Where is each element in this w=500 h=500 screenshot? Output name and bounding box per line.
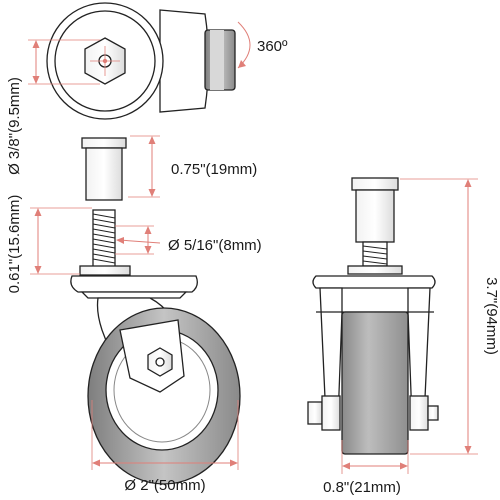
thread-diameter-dimension: [115, 225, 161, 255]
front-view: [307, 177, 439, 455]
side-view: [70, 137, 241, 485]
top-view: [46, 2, 236, 120]
thread-diameter-label: Ø 5/16"(8mm): [168, 237, 262, 254]
total-height-dimension: [400, 178, 478, 455]
wheel-diameter-label: Ø 2"(50mm): [124, 477, 205, 494]
shaft-diameter-label: Ø 3/8"(9.5mm): [6, 77, 23, 175]
stem-length-label: 0.75"(19mm): [171, 161, 257, 178]
rotation-arrow: [237, 21, 251, 69]
total-height-label: 3.7"(94mm): [483, 277, 500, 355]
thread-length-label: 0.61"(15.6mm): [6, 195, 23, 294]
rotation-label: 360º: [257, 38, 288, 55]
shaft-diameter-dimension: [28, 39, 100, 85]
thread-length-dimension: [30, 207, 92, 275]
wheel-width-dimension: [341, 440, 409, 474]
wheel-width-label: 0.8"(21mm): [323, 479, 401, 496]
stem-length-dimension: [128, 135, 160, 198]
wheel-diameter-dimension: [91, 400, 239, 470]
